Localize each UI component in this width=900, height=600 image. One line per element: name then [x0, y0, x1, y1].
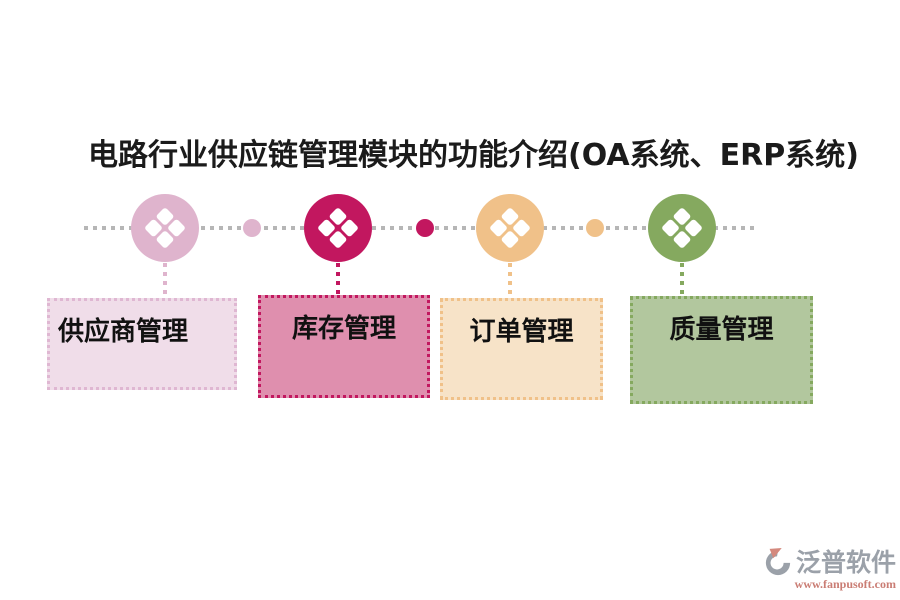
- order-management-box: 订单管理: [440, 298, 603, 400]
- quality-management-box: 质量管理: [630, 296, 813, 404]
- diamond-cluster-icon: [659, 205, 705, 251]
- supplier-management-box: 供应商管理: [47, 298, 237, 390]
- diamond-cluster-icon: [315, 205, 361, 251]
- timeline-dot: [243, 219, 261, 237]
- supplier-node-circle: [131, 194, 199, 262]
- page-title: 电路行业供应链管理模块的功能介绍(OA系统、ERP系统): [88, 138, 859, 173]
- supplier-management-label: 供应商管理: [58, 317, 189, 347]
- watermark: 泛普软件 www.fanpusoft.com: [748, 548, 896, 592]
- watermark-brand: 泛普软件: [795, 547, 896, 577]
- fanpu-logo-icon: [762, 548, 794, 576]
- timeline-dot: [586, 219, 604, 237]
- inventory-node-circle: [304, 194, 372, 262]
- timeline-dot: [416, 219, 434, 237]
- order-management-label: 订单管理: [469, 317, 574, 347]
- diamond-cluster-icon: [487, 205, 533, 251]
- supplier-connector: [163, 263, 167, 296]
- order-node-circle: [476, 194, 544, 262]
- watermark-url-link[interactable]: www.fanpusoft.com: [794, 577, 896, 591]
- quality-node-circle: [648, 194, 716, 262]
- inventory-management-label: 库存管理: [291, 314, 396, 344]
- inventory-management-box: 库存管理: [258, 295, 430, 398]
- order-connector: [508, 263, 512, 296]
- quality-connector: [680, 263, 684, 296]
- diamond-cluster-icon: [142, 205, 188, 251]
- inventory-connector: [336, 263, 340, 296]
- quality-management-label: 质量管理: [669, 315, 774, 345]
